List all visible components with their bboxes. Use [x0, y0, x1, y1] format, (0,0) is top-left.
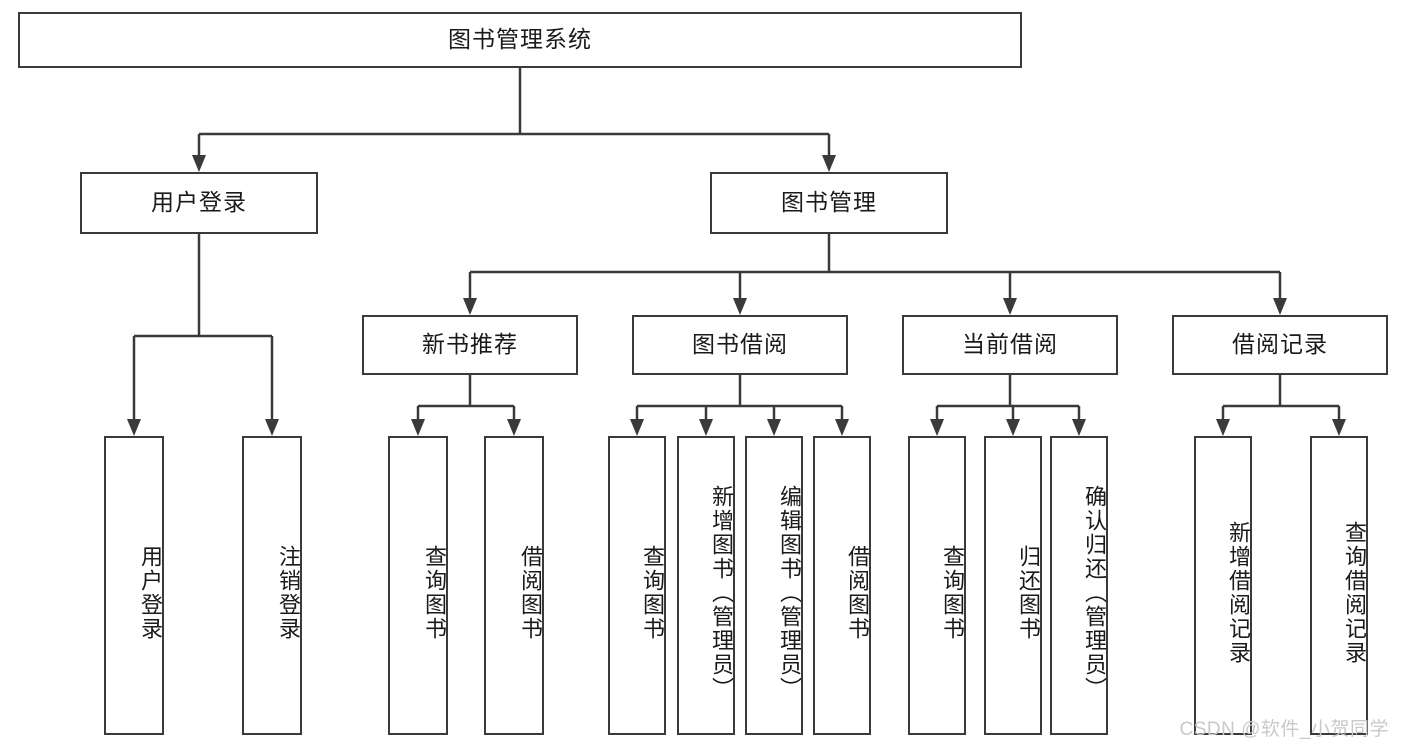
conn-bookmanage-bus-arrowhead-0	[463, 298, 477, 315]
node-label-borrow-record: 借阅记录	[1232, 331, 1328, 358]
node-label-leaf-query-book-bor: 查询图书	[640, 544, 665, 641]
conn-bookmanage-bus-arrowhead-1	[733, 298, 747, 315]
leaf-node-leaf-edit-book[interactable]: 编辑图书（管理员）	[745, 436, 803, 735]
node-label-book-manage: 图书管理	[781, 189, 877, 216]
leaf-node-leaf-query-book-rec[interactable]: 查询图书	[388, 436, 448, 735]
level3-node-borrow-record[interactable]: 借阅记录	[1172, 315, 1388, 375]
node-label-leaf-borrow-book-rec: 借阅图书	[518, 544, 543, 641]
node-label-leaf-add-record: 新增借阅记录	[1226, 520, 1251, 665]
leaf-node-leaf-query-book-cur[interactable]: 查询图书	[908, 436, 966, 735]
conn-newbook-bus-arrowhead-0	[411, 419, 425, 436]
level3-node-book-borrow[interactable]: 图书借阅	[632, 315, 848, 375]
leaf-node-leaf-return-book[interactable]: 归还图书	[984, 436, 1042, 735]
leaf-node-leaf-query-record[interactable]: 查询借阅记录	[1310, 436, 1368, 735]
leaf-node-leaf-user-login[interactable]: 用户登录	[104, 436, 164, 735]
node-label-leaf-query-book-rec: 查询图书	[422, 544, 447, 641]
root-node-root[interactable]: 图书管理系统	[18, 12, 1022, 68]
node-label-leaf-query-book-cur: 查询图书	[940, 544, 965, 641]
conn-currentborrow-bus-arrowhead-0	[930, 419, 944, 436]
leaf-node-leaf-add-record[interactable]: 新增借阅记录	[1194, 436, 1252, 735]
conn-bookborrow-bus-arrowhead-0	[630, 419, 644, 436]
conn-userlogin-bus-arrowhead-1	[265, 419, 279, 436]
conn-bookmanage-bus-arrowhead-2	[1003, 298, 1017, 315]
level3-node-new-book-recommend[interactable]: 新书推荐	[362, 315, 578, 375]
conn-borrowrecord-bus-arrowhead-0	[1216, 419, 1230, 436]
conn-userlogin-bus-arrowhead-0	[127, 419, 141, 436]
leaf-node-leaf-query-book-bor[interactable]: 查询图书	[608, 436, 666, 735]
leaf-node-leaf-borrow-book-bor[interactable]: 借阅图书	[813, 436, 871, 735]
node-label-new-book-recommend: 新书推荐	[422, 331, 518, 358]
conn-borrowrecord-bus-arrowhead-1	[1332, 419, 1346, 436]
conn-bookborrow-bus-arrowhead-3	[835, 419, 849, 436]
leaf-node-leaf-add-book[interactable]: 新增图书（管理员）	[677, 436, 735, 735]
watermark-label: CSDN @软件_小贺同学	[1179, 719, 1389, 740]
conn-bookborrow-bus-arrowhead-2	[767, 419, 781, 436]
node-label-leaf-user-login: 用户登录	[138, 544, 163, 641]
conn-root-bus-arrowhead-0	[192, 155, 206, 172]
leaf-node-leaf-confirm-return[interactable]: 确认归还（管理员）	[1050, 436, 1108, 735]
node-label-book-borrow: 图书借阅	[692, 331, 788, 358]
conn-root-bus-arrowhead-1	[822, 155, 836, 172]
conn-bookborrow-bus-arrowhead-1	[699, 419, 713, 436]
node-label-leaf-query-record: 查询借阅记录	[1342, 520, 1367, 665]
leaf-node-leaf-borrow-book-rec[interactable]: 借阅图书	[484, 436, 544, 735]
level3-node-current-borrow[interactable]: 当前借阅	[902, 315, 1118, 375]
node-label-leaf-user-logout: 注销登录	[276, 544, 301, 641]
leaf-node-leaf-user-logout[interactable]: 注销登录	[242, 436, 302, 735]
conn-currentborrow-bus-arrowhead-2	[1072, 419, 1086, 436]
conn-currentborrow-bus-arrowhead-1	[1006, 419, 1020, 436]
conn-newbook-bus-arrowhead-1	[507, 419, 521, 436]
node-label-leaf-edit-book: 编辑图书（管理员）	[777, 484, 802, 701]
level2-node-user-login[interactable]: 用户登录	[80, 172, 318, 234]
node-label-user-login: 用户登录	[151, 189, 247, 216]
node-label-leaf-return-book: 归还图书	[1016, 544, 1041, 641]
node-label-leaf-confirm-return: 确认归还（管理员）	[1082, 484, 1107, 701]
level2-node-book-manage[interactable]: 图书管理	[710, 172, 948, 234]
node-label-leaf-add-book: 新增图书（管理员）	[709, 484, 734, 701]
node-label-leaf-borrow-book-bor: 借阅图书	[845, 544, 870, 641]
node-label-root: 图书管理系统	[448, 26, 592, 53]
conn-bookmanage-bus-arrowhead-3	[1273, 298, 1287, 315]
node-label-current-borrow: 当前借阅	[962, 331, 1058, 358]
